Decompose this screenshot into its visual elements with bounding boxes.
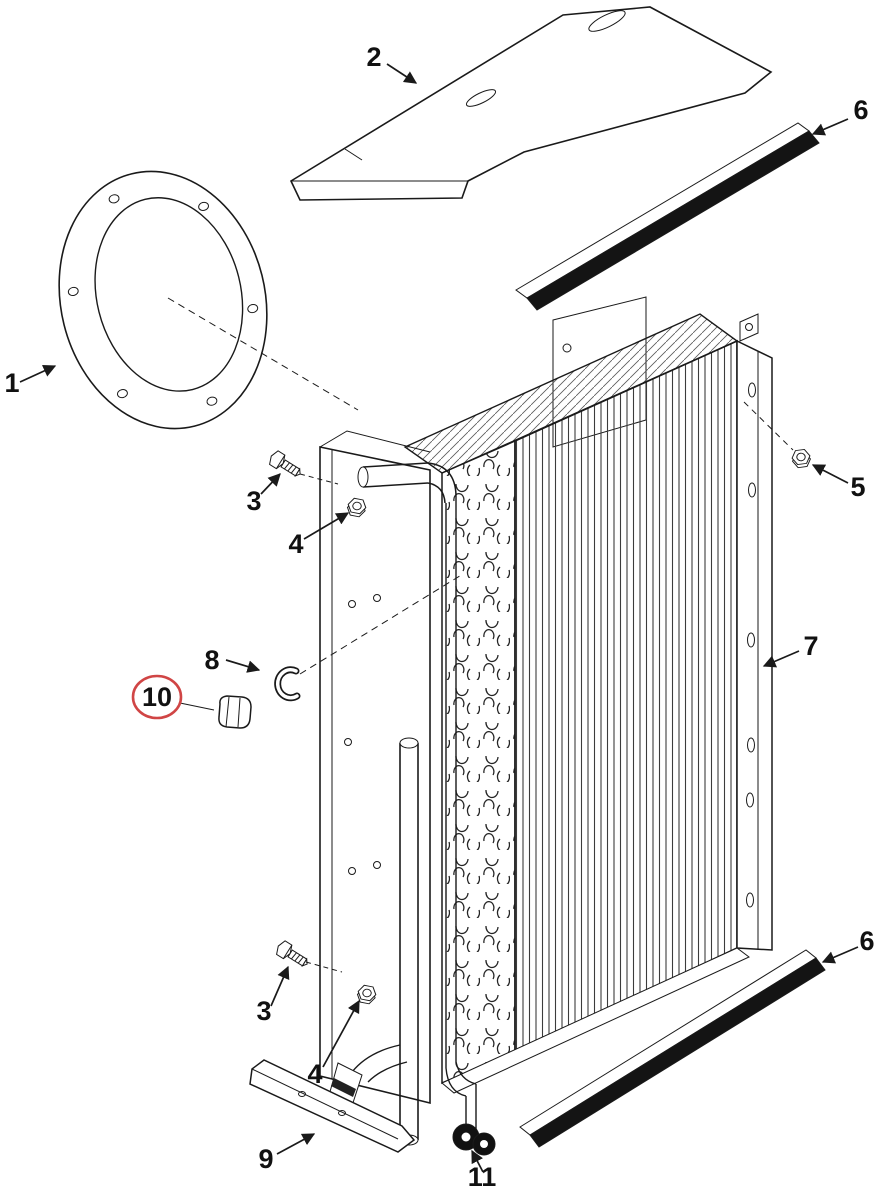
callout-arrow-8 [225, 659, 261, 673]
callout-arrow-4-top [303, 512, 350, 540]
coil-fins [514, 339, 738, 1055]
ring-bolt-hole [247, 303, 259, 314]
callout-label-8: 8 [204, 645, 219, 675]
callout-arrow-1 [19, 364, 57, 383]
bottom-tray [441, 947, 750, 1094]
foam-strip-bottom [519, 949, 826, 1148]
clip-dashed-line [299, 573, 464, 675]
flange-hole [748, 382, 756, 398]
nut-dashed-line [743, 401, 794, 451]
bottom-bracket [249, 1059, 416, 1153]
top-panel-slot [465, 89, 497, 107]
callout-arrow-2 [386, 63, 418, 84]
bolt-dashed-line [299, 473, 339, 485]
panel-hole [348, 867, 356, 875]
callout-label-3-bottom: 3 [256, 996, 271, 1026]
bolt-dashed-line [305, 961, 343, 973]
ring-bolt-hole [67, 286, 79, 297]
callout-label-2: 2 [366, 42, 381, 72]
flange-hole [747, 632, 755, 648]
panel-hole [373, 594, 381, 602]
back-plate-hole [562, 343, 572, 353]
callout-label-9: 9 [258, 1144, 273, 1174]
distributor-pipe [445, 495, 477, 1132]
flange-hole [746, 792, 754, 808]
callout-label-4-bottom: 4 [307, 1059, 322, 1089]
flange-hole [748, 482, 756, 498]
foam-strip-top [515, 122, 820, 311]
pipe-clamp [452, 1123, 496, 1156]
callout-label-6-bottom: 6 [859, 926, 874, 956]
callout-arrow-9 [276, 1133, 316, 1155]
callout-label-7: 7 [803, 631, 818, 661]
callout-label-1: 1 [4, 368, 19, 398]
hex-nut-lower [356, 984, 377, 1005]
grommet-cap [218, 695, 252, 729]
top-panel [289, 6, 773, 201]
callout-label-11: 11 [468, 1162, 497, 1192]
callout-arrow-6-top [811, 118, 849, 136]
callout-label-10: 10 [142, 682, 172, 712]
callout-arrow-3-top [260, 473, 281, 495]
bracket-hole [338, 1110, 346, 1116]
ring-alignment-dashed-line [167, 297, 359, 411]
header-pipe [357, 462, 457, 504]
callout-arrow-3-bottom [270, 965, 290, 1007]
callout-label-6-top: 6 [853, 95, 868, 125]
callout-arrow-5 [811, 464, 849, 484]
callout-label-5: 5 [850, 472, 865, 502]
suction-pipe [351, 737, 419, 1146]
top-panel-slot [588, 10, 626, 32]
ring-bolt-hole [206, 396, 218, 406]
callout-arrow-11 [471, 1149, 484, 1173]
hex-nut-upper [346, 497, 367, 518]
panel-hole [348, 600, 356, 608]
hex-nut-side [791, 449, 811, 469]
coil-tubes-face [441, 439, 516, 1085]
grommet-leader-line [179, 702, 215, 711]
side-flange [736, 313, 773, 951]
callout-arrow-6-bottom [821, 946, 859, 964]
panel-hole [373, 861, 381, 869]
ring-bolt-hole [108, 194, 120, 204]
hex-bolt-lower [276, 940, 308, 967]
ring-bolt-hole [116, 389, 128, 399]
highlight-circle [131, 674, 183, 720]
flange-hole [745, 323, 753, 331]
flange-hole [746, 892, 754, 908]
bracket-hole [298, 1091, 306, 1097]
retainer-clip [274, 666, 301, 702]
panel-hole [344, 738, 352, 746]
callout-arrow-4-bottom [322, 999, 360, 1068]
flange-hole [747, 737, 755, 753]
left-end-plate [319, 430, 431, 1105]
ring-bolt-hole [198, 201, 210, 211]
callout-arrows [19, 63, 859, 1173]
callout-arrow-7 [762, 650, 800, 668]
callout-label-3-top: 3 [246, 486, 261, 516]
hex-bolt-upper [269, 450, 301, 477]
callout-label-4-top: 4 [288, 529, 303, 559]
mounting-ring [58, 170, 268, 430]
